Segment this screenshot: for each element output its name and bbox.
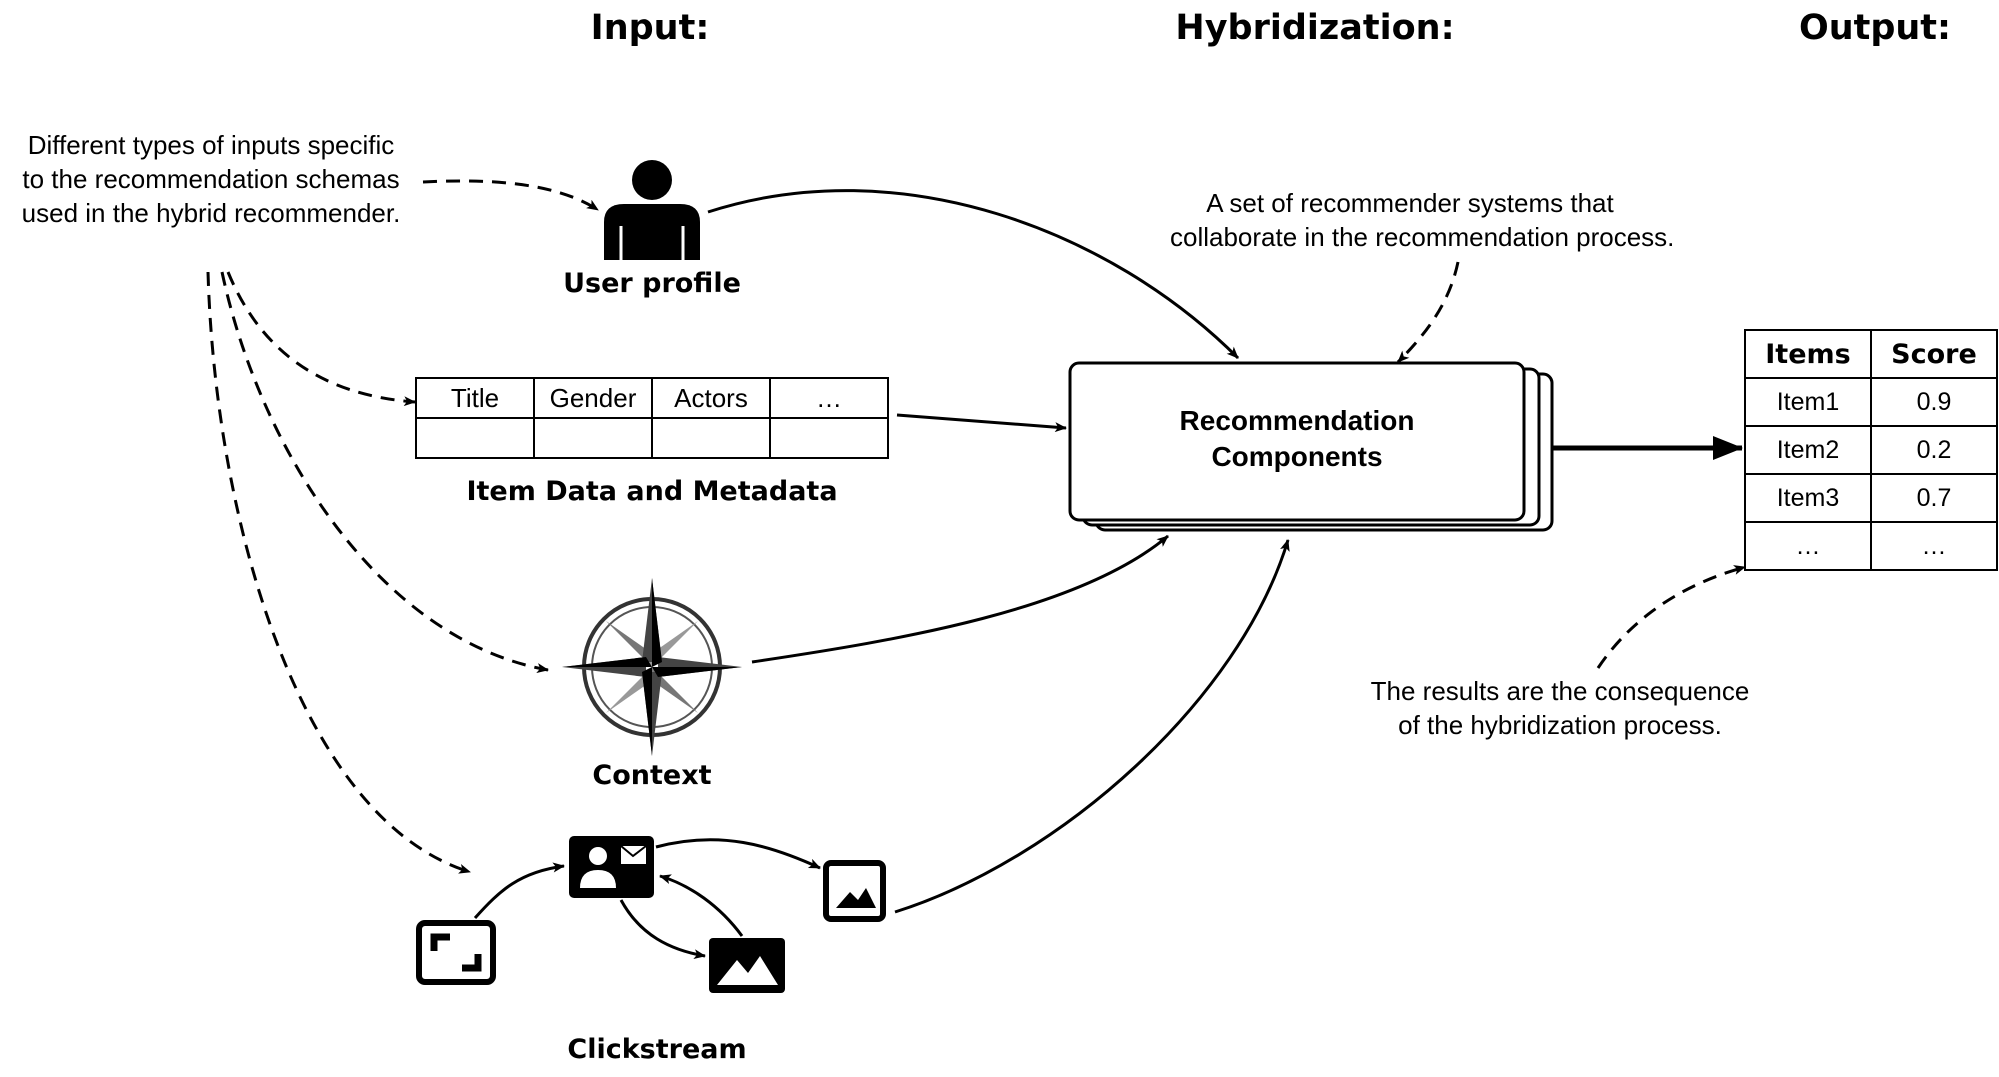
table-row: … … (1744, 521, 1998, 571)
item-cell: Item3 (1744, 473, 1872, 523)
metadata-column-actors: Actors (651, 377, 771, 419)
dashed-arrow-output-note (1596, 565, 1746, 669)
arrow-context-to-components (751, 534, 1169, 664)
item-cell: … (1744, 521, 1872, 571)
metadata-column-gender: Gender (533, 377, 653, 419)
score-cell: 0.7 (1870, 473, 1998, 523)
user-icon (604, 160, 700, 260)
dashed-arrow-to-metadata (226, 271, 416, 407)
click-arrow-1 (473, 862, 565, 919)
metadata-table: Title Gender Actors … (415, 377, 889, 459)
arrow-clickstream-to-components (894, 539, 1290, 914)
image-icon (709, 938, 785, 993)
click-arrow-3 (619, 899, 706, 960)
inputs-note: Different types of inputs specific to th… (21, 130, 401, 228)
components-title: Recommendation Components (1179, 405, 1415, 472)
score-cell: 0.2 (1870, 425, 1998, 475)
image-icon-outline (823, 860, 886, 922)
clickstream-label: Clickstream (567, 1034, 747, 1065)
output-heading: Output: (1798, 8, 1952, 48)
table-row: Item1 0.9 (1744, 377, 1998, 427)
profile-card-icon (569, 836, 654, 898)
score-cell: 0.9 (1870, 377, 1998, 427)
output-header-items: Items (1744, 329, 1872, 379)
output-note: The results are the consequence of the h… (1370, 676, 1750, 740)
hybridization-heading: Hybridization: (1175, 8, 1455, 48)
item-cell: Item2 (1744, 425, 1872, 475)
user-profile-label: User profile (563, 268, 741, 299)
output-header-row: Items Score (1744, 329, 1998, 379)
click-arrow-4 (659, 874, 744, 937)
metadata-column-more: … (769, 377, 889, 419)
output-header-score: Score (1870, 329, 1998, 379)
dashed-arrow-hybrid-note (1396, 261, 1460, 364)
click-arrow-2 (655, 838, 821, 870)
metadata-empty-row (415, 417, 889, 459)
arrow-metadata-to-components (896, 413, 1067, 433)
input-heading: Input: (590, 8, 710, 48)
frame-icon (416, 920, 496, 985)
table-row: Item2 0.2 (1744, 425, 1998, 475)
output-table: Items Score Item1 0.9 Item2 0.2 Item3 0.… (1744, 329, 1998, 571)
context-label: Context (592, 760, 712, 791)
score-cell: … (1870, 521, 1998, 571)
compass-icon (562, 578, 742, 756)
item-data-label: Item Data and Metadata (466, 476, 838, 507)
table-row: Item3 0.7 (1744, 473, 1998, 523)
dashed-arrow-to-clickstream (206, 271, 471, 874)
metadata-column-title: Title (415, 377, 535, 419)
dashed-arrow-to-user (422, 179, 599, 212)
metadata-header-row: Title Gender Actors … (415, 377, 889, 419)
item-cell: Item1 (1744, 377, 1872, 427)
arrow-user-to-components (707, 189, 1240, 360)
components-box-front (1068, 361, 1526, 522)
hybrid-note: A set of recommender systems that collab… (1170, 188, 1675, 252)
dashed-arrow-to-context (220, 271, 549, 673)
